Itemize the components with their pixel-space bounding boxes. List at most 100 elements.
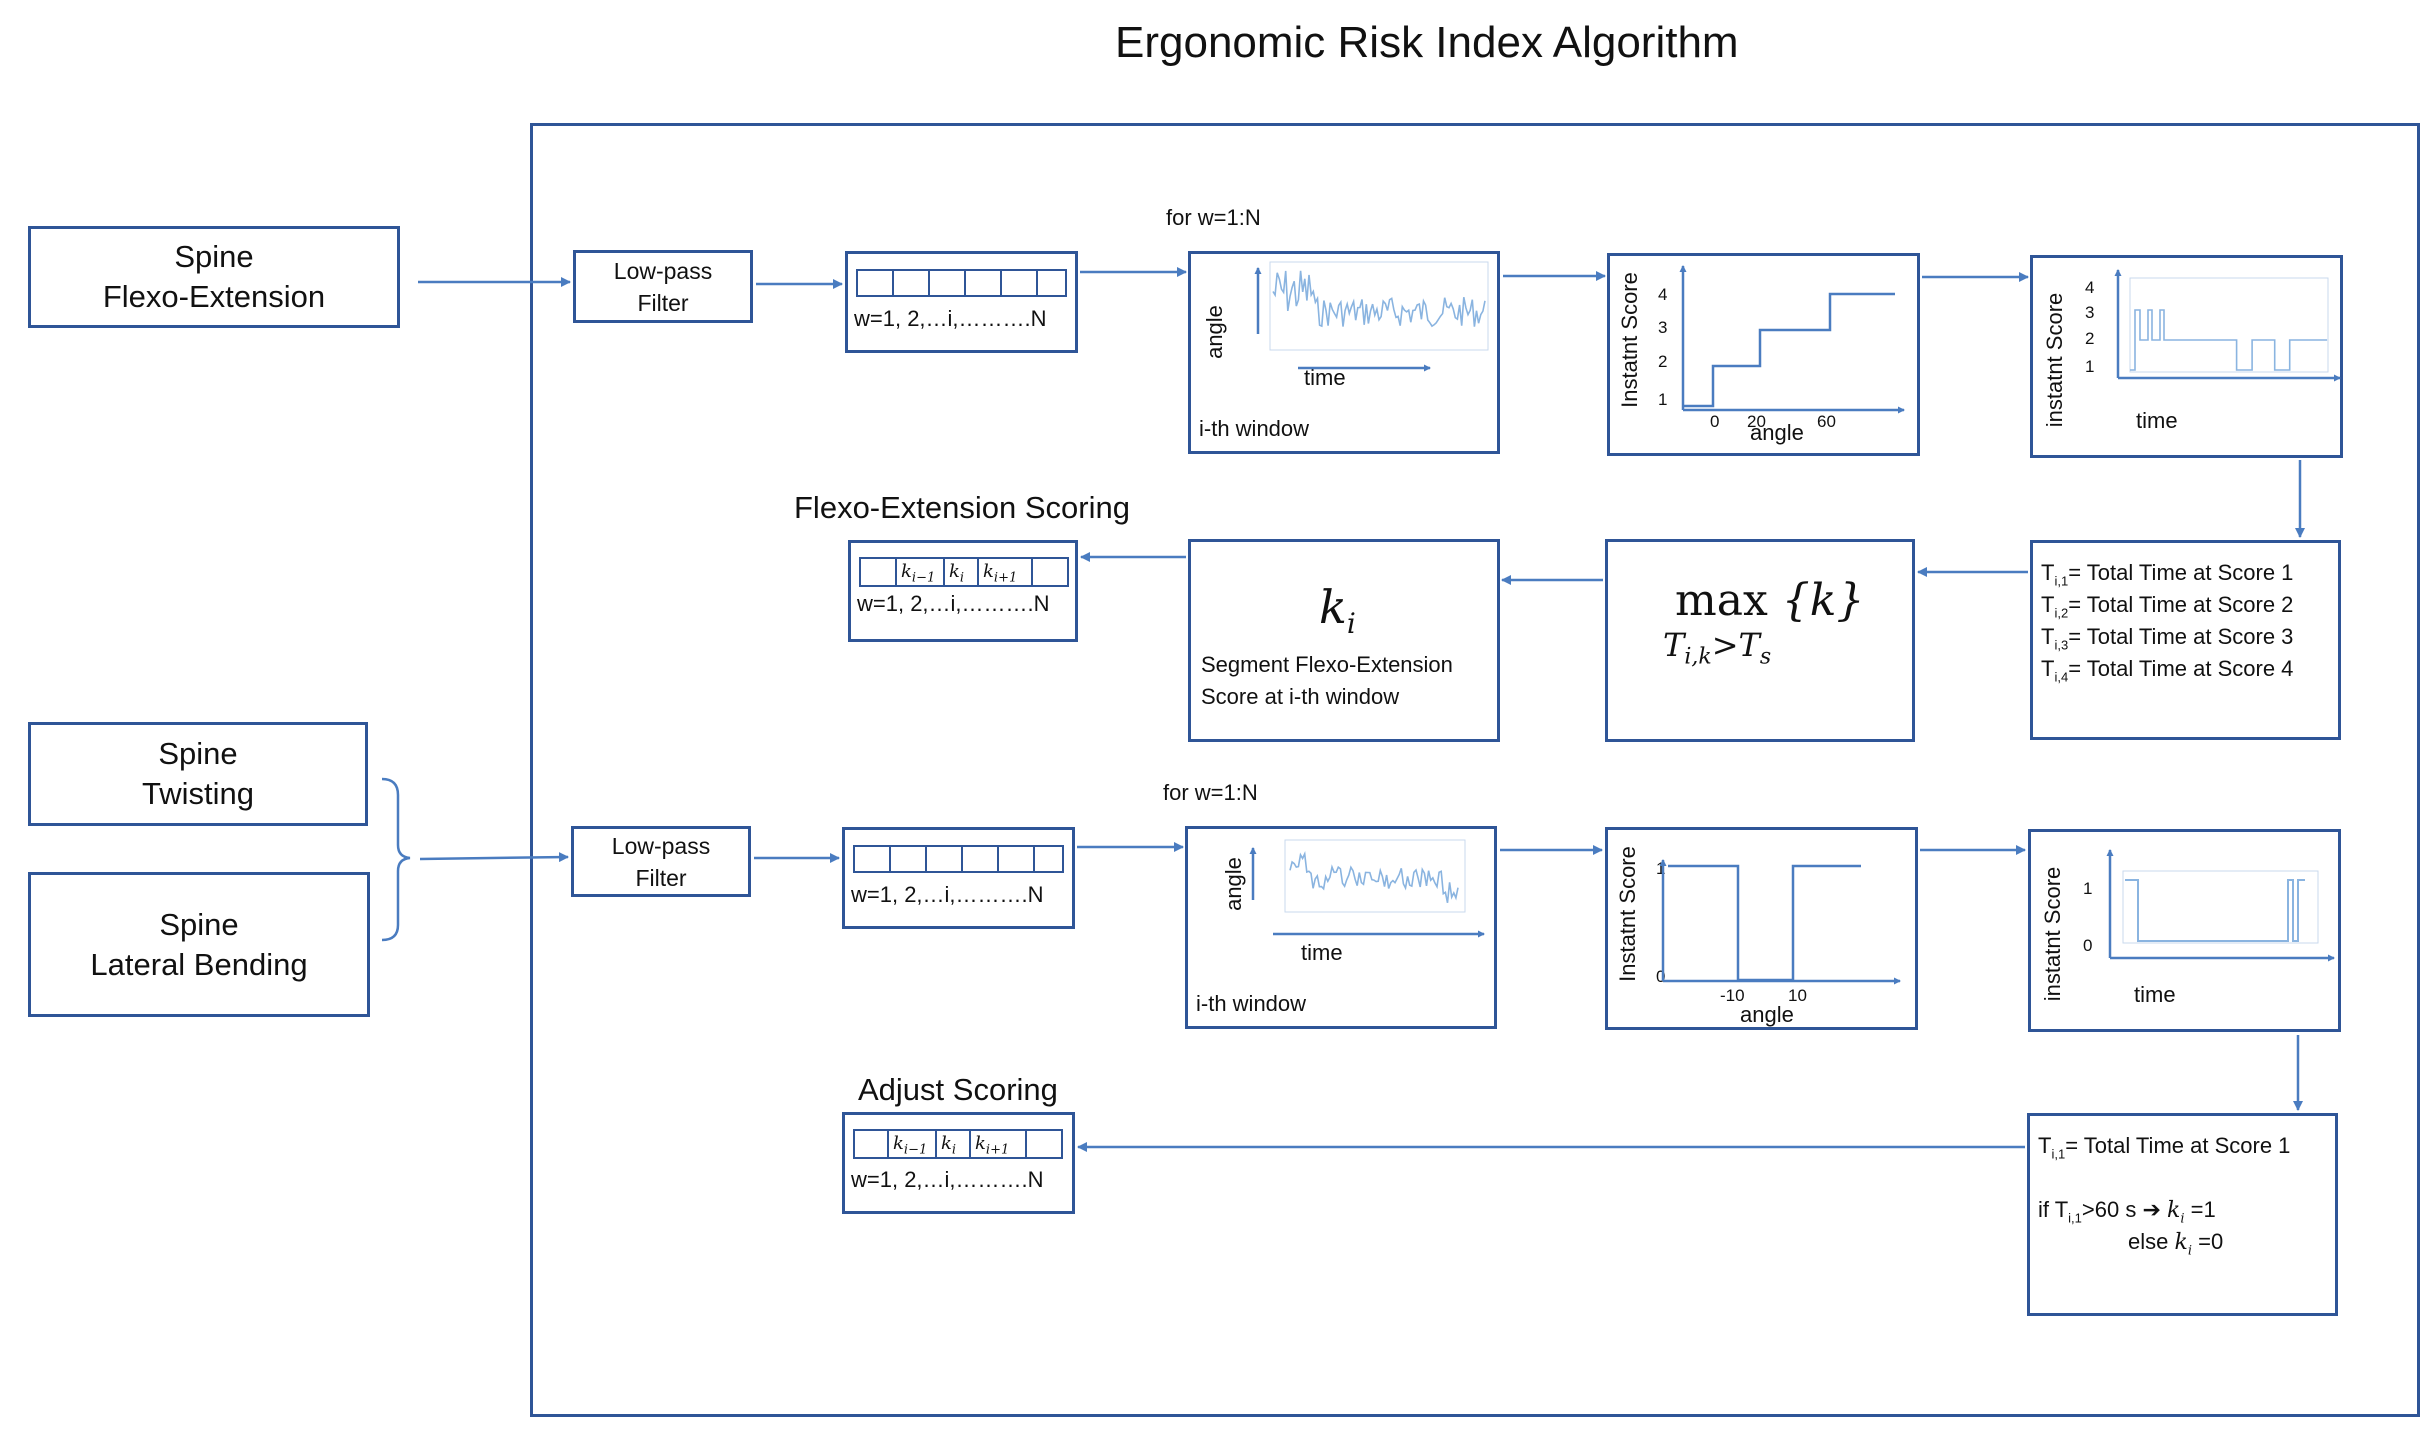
filter-line-1: Low-pass [611,832,711,859]
y-tick-1: 1 [1658,390,1668,409]
score-cell-prev: ki−1 [893,1133,928,1158]
time-axis-label: time [1304,365,1346,390]
cell-divider [935,1131,937,1157]
total-time-line-4: Ti,4= Total Time at Score 4 [2041,656,2294,685]
input-line-1: Spine [174,239,254,274]
signal-window-bottom: angle time i-th window [1185,826,1497,1029]
filter-line-1: Low-pass [613,257,713,284]
angle-axis-label: angle [1740,1002,1794,1027]
score-cells: ki−1 ki ki+1 [859,557,1069,587]
x-tick-10: 10 [1788,986,1807,1005]
cell-divider [895,559,897,585]
angle-axis-label: angle [1202,305,1227,359]
y-tick-1: 1 [1656,859,1666,878]
total-time-line-3: Ti,3= Total Time at Score 3 [2041,624,2294,653]
y-tick-2: 2 [1658,352,1668,371]
score-cells: ki−1 ki ki+1 [853,1129,1063,1159]
instant-score-axis-label: instatnt Score [2040,866,2065,1002]
x-tick-minus-10: -10 [1720,986,1745,1005]
max-expression: max {k} [1675,575,1865,626]
instant-score-axis-label: Instatnt Score [1615,846,1640,982]
score-time-adjust: instatnt Score time 1 0 [2028,829,2341,1032]
segment-symbol: ki [1319,580,1356,641]
input-line-1: Spine [159,906,239,942]
adjust-scoring-buffer: ki−1 ki ki+1 w=1, 2,…i,……….N [842,1112,1075,1214]
window-buffer-top: w=1, 2,…i,……….N [845,251,1078,353]
angle-axis-label: angle [1750,420,1804,445]
flexo-scoring-buffer: ki−1 ki ki+1 w=1, 2,…i,……….N [848,540,1078,642]
window-cells [856,269,1067,297]
merge-bracket [381,777,411,942]
window-index-label: w=1, 2,…i,……….N [857,591,1050,616]
adjust-if-line: if Ti,1>60 s ➔ ki =1 [2038,1197,2216,1227]
y-tick-4: 4 [1658,285,1668,304]
segment-score-box: ki Segment Flexo-Extension Score at i-th… [1188,539,1500,742]
input-line-2: Lateral Bending [90,946,308,982]
total-time-line-1: Ti,1= Total Time at Score 1 [2041,560,2294,589]
time-axis-label: time [2134,982,2176,1007]
y-tick-0: 0 [1656,967,1666,986]
score-cell-current: ki [941,1133,957,1158]
score-cell-next: ki+1 [983,561,1018,586]
input-line-2: Twisting [142,776,254,811]
adjust-rule-box: Ti,1= Total Time at Score 1 if Ti,1>60 s… [2027,1113,2338,1316]
window-index-label: w=1, 2,…i,……….N [851,1167,1044,1192]
y-tick-3: 3 [2085,303,2095,322]
y-tick-1: 1 [2085,357,2095,376]
cell-divider [977,559,979,585]
y-tick-0: 0 [2083,936,2093,955]
total-time-line-2: Ti,2= Total Time at Score 2 [2041,592,2294,621]
score-function-adjust: Instatnt Score angle 1 0 -10 10 [1605,827,1918,1030]
loop-label-bottom: for w=1:N [1163,780,1258,805]
cell-divider [943,559,945,585]
segment-line-1: Segment Flexo-Extension [1201,652,1453,677]
score-cell-next: ki+1 [975,1133,1010,1158]
y-tick-4: 4 [2085,278,2095,297]
total-time-box-flexo: Ti,1= Total Time at Score 1 Ti,2= Total … [2030,540,2341,740]
filter-line-2: Filter [637,289,689,316]
input-line-2: Flexo-Extension [102,279,326,314]
y-tick-2: 2 [2085,329,2095,348]
score-function-flexo: Instatnt Score angle 4 3 2 1 0 20 60 [1607,253,1920,456]
instant-score-axis-label: instatnt Score [2042,292,2067,428]
window-caption: i-th window [1199,416,1310,441]
segment-line-2: Score at i-th window [1201,684,1400,709]
cell-divider [887,1131,889,1157]
signal-window-top: angle time i-th window [1188,251,1500,454]
score-cell-current: ki [949,561,965,586]
window-buffer-bottom: w=1, 2,…i,……….N [842,827,1075,929]
cell-divider [1031,559,1033,585]
time-axis-label: time [1301,940,1343,965]
max-condition: Ti,k>Ts [1663,626,1772,670]
cell-divider [1025,1131,1027,1157]
adjust-scoring-title: Adjust Scoring [858,1072,1058,1107]
score-time-flexo: instatnt Score time 4 3 2 1 [2030,255,2343,458]
diagram-title: Ergonomic Risk Index Algorithm [1115,18,1739,67]
x-tick-20: 20 [1747,412,1766,431]
loop-label-top: for w=1:N [1166,205,1261,230]
filter-line-2: Filter [635,864,687,891]
flexo-scoring-title: Flexo-Extension Scoring [794,490,1130,525]
score-cell-prev: ki−1 [901,561,936,586]
instant-score-axis-label: Instatnt Score [1617,272,1642,408]
max-score-box: max {k} Ti,k>Ts [1605,539,1915,742]
time-axis-label: time [2136,408,2178,433]
y-tick-3: 3 [1658,318,1668,337]
cell-divider [969,1131,971,1157]
angle-axis-label: angle [1221,857,1246,911]
adjust-else-line: else ki =0 [2128,1229,2224,1259]
window-caption: i-th window [1196,991,1307,1016]
adjust-total-line: Ti,1= Total Time at Score 1 [2038,1133,2291,1162]
window-cells [853,845,1064,873]
x-tick-60: 60 [1817,412,1836,431]
input-line-1: Spine [158,736,238,771]
window-index-label: w=1, 2,…i,……….N [854,306,1047,331]
y-tick-1: 1 [2083,879,2093,898]
window-index-label: w=1, 2,…i,……….N [851,882,1044,907]
